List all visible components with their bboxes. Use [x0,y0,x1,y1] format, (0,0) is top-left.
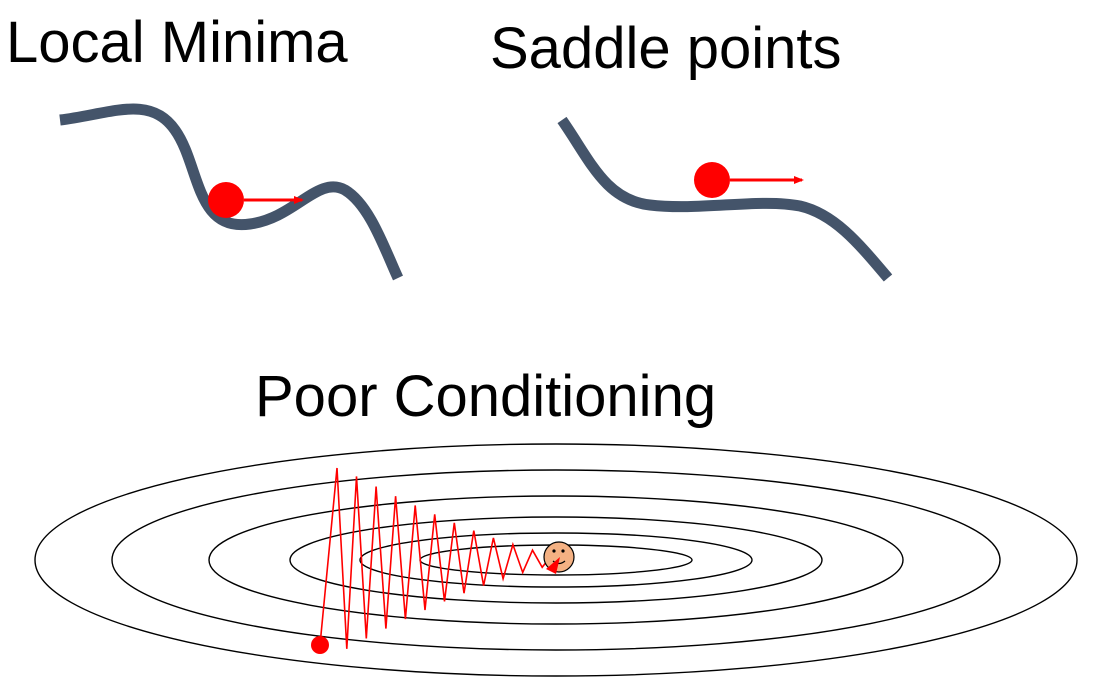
local-minima-title: Local Minima [6,10,348,75]
zigzag-arrowhead [546,557,560,574]
saddle-points-ball [694,162,730,198]
local-minima-curve [59,103,403,281]
contour-ellipse-5 [359,532,753,588]
poor-conditioning-title: Poor Conditioning [255,364,717,429]
contour-ellipses [34,443,1078,677]
poor-conditioning-panel [34,443,1078,677]
zigzag-path [319,467,557,649]
saddle-points-title: Saddle points [490,16,842,81]
contour-ellipse-4 [289,516,823,604]
contour-ellipse-2 [111,469,1001,651]
local-minima-panel [59,103,403,281]
contour-ellipse-3 [208,495,904,625]
start-point-icon [311,636,329,654]
local-minima-ball [208,182,244,218]
saddle-points-panel [557,116,893,282]
saddle-points-curve [557,116,893,282]
contour-ellipse-1 [34,443,1078,677]
